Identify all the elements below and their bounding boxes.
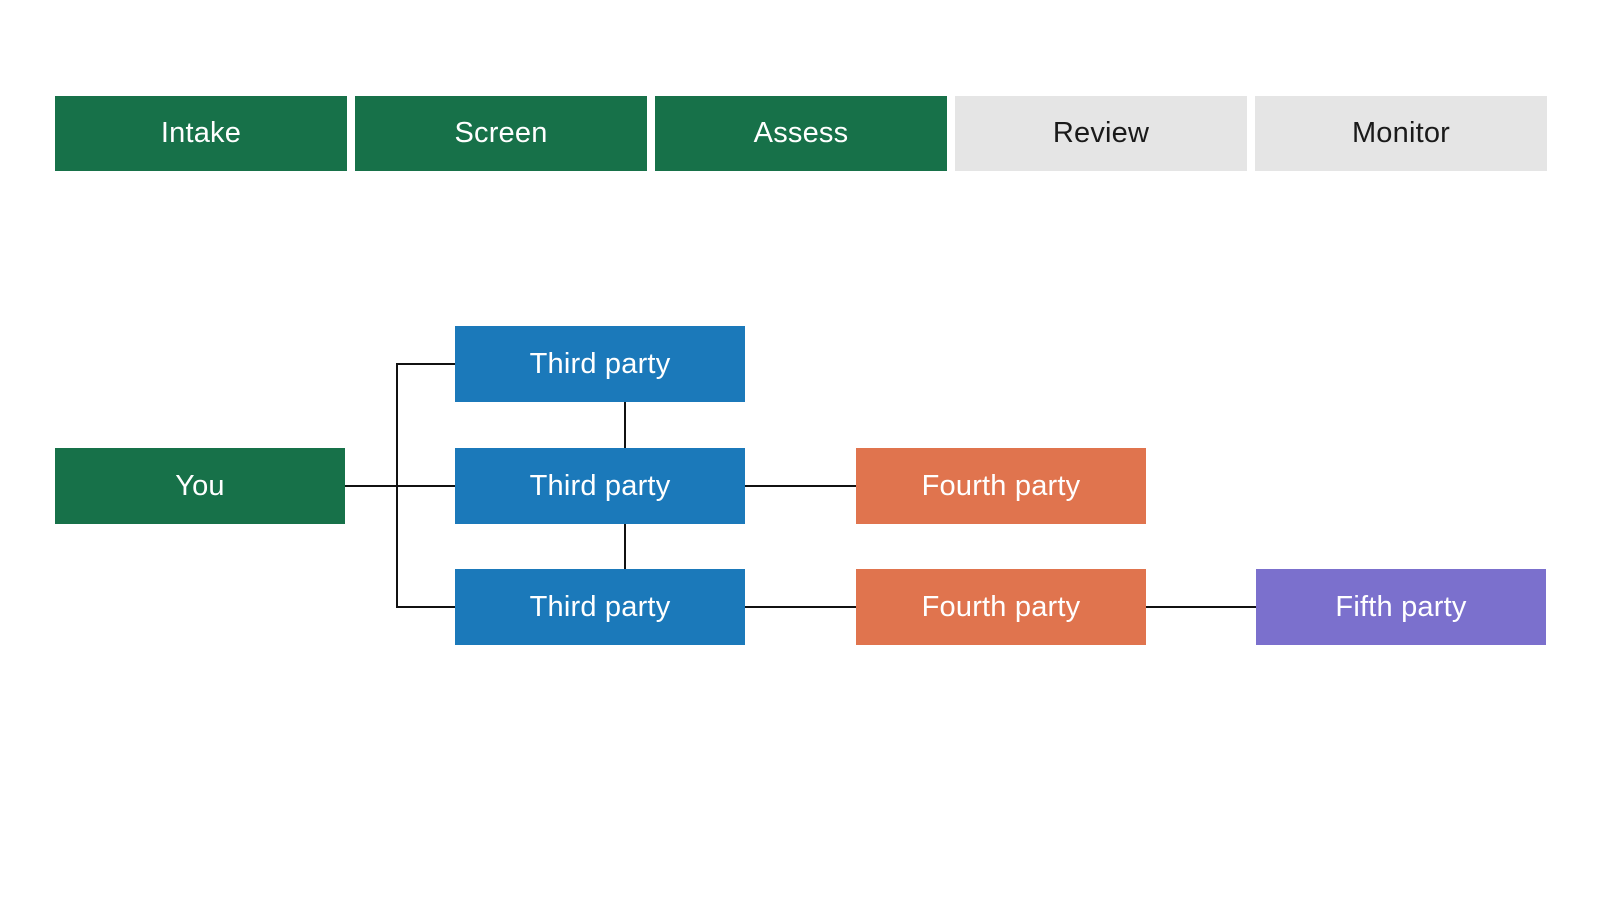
node-third-party-middle: Third party bbox=[455, 448, 745, 524]
node-you: You bbox=[55, 448, 345, 524]
connector-trunk-vertical bbox=[395, 362, 399, 609]
stage-monitor: Monitor bbox=[1255, 96, 1547, 171]
connector-trunk-to-top-third-party bbox=[397, 362, 455, 366]
stage-review: Review bbox=[955, 96, 1247, 171]
connector-you-to-middle-third-party bbox=[345, 484, 455, 488]
stage-screen: Screen bbox=[355, 96, 647, 171]
node-fourth-party-middle: Fourth party bbox=[856, 448, 1146, 524]
stage-intake: Intake bbox=[55, 96, 347, 171]
connector-third-party-middle-to-bottom bbox=[623, 524, 627, 570]
connector-fourth-to-fifth-party bbox=[1146, 605, 1256, 609]
node-fourth-party-bottom: Fourth party bbox=[856, 569, 1146, 645]
connector-third-to-fourth-party-bottom bbox=[745, 605, 856, 609]
connector-third-to-fourth-party-middle bbox=[745, 484, 856, 488]
stage-assess: Assess bbox=[655, 96, 947, 171]
connector-third-party-top-to-middle bbox=[623, 402, 627, 449]
connector-trunk-to-bottom-third-party bbox=[397, 605, 455, 609]
node-third-party-bottom: Third party bbox=[455, 569, 745, 645]
node-third-party-top: Third party bbox=[455, 326, 745, 402]
node-fifth-party: Fifth party bbox=[1256, 569, 1546, 645]
